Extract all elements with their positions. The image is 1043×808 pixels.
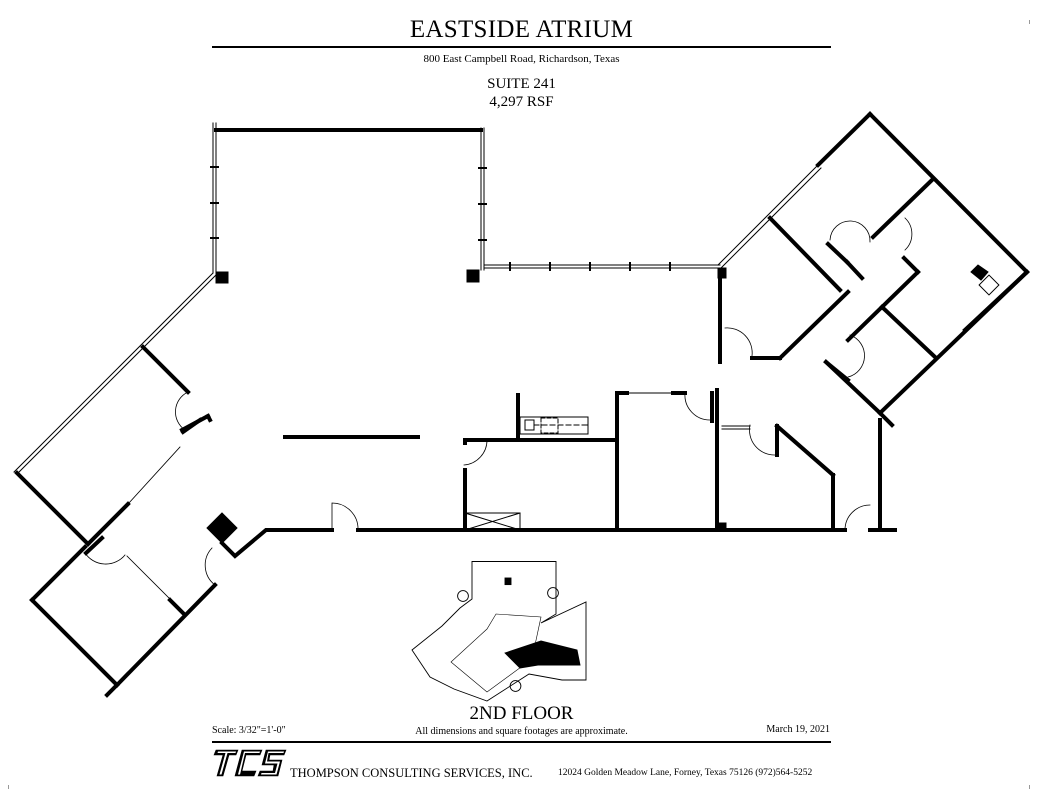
crop-mark xyxy=(8,785,9,789)
tcs-logo-icon xyxy=(213,749,287,777)
key-plan xyxy=(411,561,587,702)
suite-number: SUITE 241 xyxy=(487,76,556,92)
footer-divider xyxy=(212,741,831,743)
center-room-walls xyxy=(463,388,882,532)
building-address: 800 East Campbell Road, Richardson, Texa… xyxy=(423,53,620,65)
suite-area: 4,297 RSF xyxy=(489,94,554,110)
east-wing-walls xyxy=(718,111,1030,428)
west-office-walls xyxy=(14,344,218,698)
crop-mark xyxy=(1029,785,1030,789)
mullion-ticks xyxy=(210,166,671,271)
shaft xyxy=(206,512,238,544)
west-window-wall xyxy=(13,272,217,475)
disclaimer: All dimensions and square footages are a… xyxy=(415,726,628,737)
door-swings xyxy=(84,217,913,601)
title-divider xyxy=(212,46,831,48)
north-window-wall xyxy=(212,122,721,274)
south-wall xyxy=(219,435,897,559)
column xyxy=(466,269,480,283)
building-title: EASTSIDE ATRIUM xyxy=(409,16,634,43)
equipment-box xyxy=(978,274,1000,296)
crop-mark xyxy=(1029,20,1030,24)
company-address: 12024 Golden Meadow Lane, Forney, Texas … xyxy=(558,768,813,778)
column xyxy=(717,522,727,532)
company-name: THOMPSON CONSULTING SERVICES, INC. xyxy=(290,766,533,780)
equipment xyxy=(970,264,989,281)
plan-date: March 19, 2021 xyxy=(766,724,830,735)
scale-note: Scale: 3/32"=1'-0" xyxy=(212,725,286,736)
column xyxy=(215,271,229,284)
millwork xyxy=(464,392,751,531)
floor-label: 2ND FLOOR xyxy=(469,703,574,724)
